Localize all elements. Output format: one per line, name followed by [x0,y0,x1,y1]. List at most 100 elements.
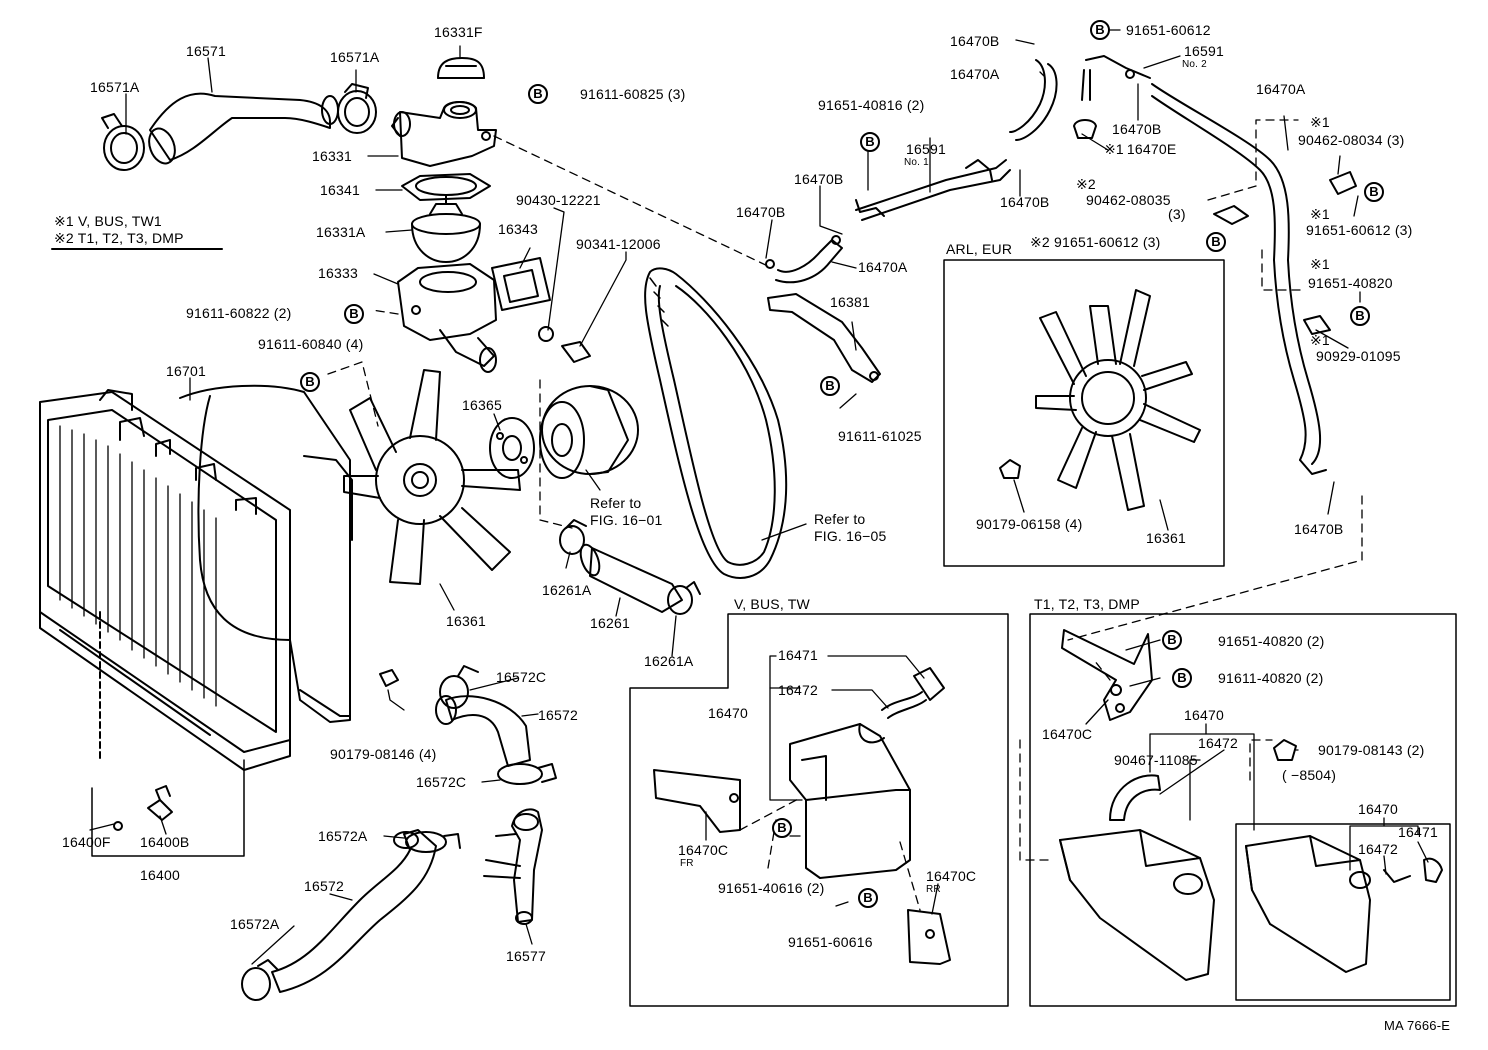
label-refer-to-2: Refer to [814,511,866,527]
label-91611-60840: 91611-60840 (4) [258,336,364,352]
overflow-hose-16470A-top [1009,59,1058,141]
pipe-16577 [483,808,543,925]
label-16472-inset: 16472 [1358,841,1398,857]
bracket-16381 [767,293,881,383]
bolt-callout-badge: B [1350,306,1370,326]
lower-hose-upper [435,695,531,767]
stud-bolt [538,326,591,363]
label-91651-60616: 91651-60616 [788,934,873,950]
drain-cock [113,785,173,831]
label-16470-t: 16470 [1184,707,1224,723]
v-belt [644,267,788,579]
label-16470C-rr: 16470C [926,868,977,884]
label-16701: 16701 [166,363,206,379]
label-16470A-1: 16470A [950,66,1000,82]
clamp-16572A-b [241,959,279,1001]
cap-16470E [1073,119,1097,139]
label-16400F: 16400F [62,834,111,850]
bolt-callout-badge: B [1364,182,1384,202]
label-90462-08035: 90462-08035 [1086,192,1171,208]
label-rr: RR [926,884,941,895]
inset-8504 [1235,823,1451,1001]
hose-16470A-small [765,235,843,284]
label-91651-60612-top: 91651-60612 [1126,22,1211,38]
reservoir-tank-t [1059,829,1215,981]
bolt-callout-badge: B [772,818,792,838]
clamp-16572C-a [439,665,479,709]
label-star1-c: ※1 [1310,206,1330,222]
label-16261A-b: 16261A [644,653,694,669]
label-16333: 16333 [318,265,358,281]
bolt-callout-badge: B [300,372,320,392]
legend-note-2: ※2 T1, T2, T3, DMP [54,230,184,246]
label-16331F: 16331F [434,24,483,40]
reservoir-tank-inset [1245,835,1371,973]
nut-90179-06158 [999,459,1021,479]
label-16571: 16571 [186,43,226,59]
hose-16472-inset [1383,869,1411,883]
plug-90179-08143 [1273,739,1297,761]
label-16572A-a: 16572A [318,828,368,844]
label-fig-16-05: FIG. 16−05 [814,528,887,544]
label-90341-12006: 90341-12006 [576,236,661,252]
label-star1-b: ※1 [1310,114,1330,130]
label-16591-no2: 16591 [1184,43,1224,59]
clamp-16572A-a [405,831,461,853]
label-16400B: 16400B [140,834,190,850]
label-16471-v: 16471 [778,647,818,663]
label-16331A: 16331A [316,224,366,240]
label-90179-06158: 90179-06158 (4) [976,516,1083,532]
dashed-leaders [327,119,1363,911]
bolt-callout-badge: B [1172,668,1192,688]
label-90467-11085: 90467-11085 [1114,752,1198,768]
label-16470E: ※1 16470E [1104,141,1177,157]
cap-16471-vbus [913,667,945,701]
label-16577: 16577 [506,948,546,964]
label-16400: 16400 [140,867,180,883]
legend-note-1: ※1 V, BUS, TW1 [54,213,162,229]
bracket-16470C-t [1061,629,1153,721]
panel-arl-eur [943,259,1225,567]
bypass-hose [579,543,683,613]
label-16261: 16261 [590,615,630,631]
pipe-16591-no1 [855,159,1011,221]
label-16470-v: 16470 [708,705,748,721]
label-fig-16-01: FIG. 16−01 [590,512,663,528]
leader-16400 [91,759,245,857]
label-no-1: No. 1 [904,157,929,168]
bolt-callout-badge: B [820,376,840,396]
label-91611-61025: 91611-61025 [838,428,922,444]
bolt-callout-badge: B [860,132,880,152]
label-16572-b: 16572 [304,878,344,894]
clamp-16261A-b [667,581,701,615]
label-16365: 16365 [462,397,502,413]
label-16470C-t: 16470C [1042,726,1093,742]
pulley [539,385,639,479]
label-16572C-a: 16572C [496,669,547,685]
bracket-16470C-rr [907,909,951,965]
figure-id: MA 7666-E [1384,1018,1451,1033]
label-91651-60612-star2: ※2 91651-60612 (3) [1030,234,1161,250]
bolt-callout-badge: B [1162,630,1182,650]
brackets-90462 [1213,171,1357,335]
label-no-2: No. 2 [1182,59,1207,70]
label-90430-12221: 90430-12221 [516,192,601,208]
label-16471-inset: 16471 [1398,824,1438,840]
label-star1-e: ※1 [1310,332,1330,348]
panel-vbus [629,613,1009,1007]
bolt-callout-badge: B [344,304,364,324]
clamp-16572C-b [497,763,557,785]
hose-90467-t [1109,774,1161,821]
cap-16471-inset [1423,857,1443,883]
pipe-16591-no2 [1081,55,1151,101]
bolt-callout-badge: B [528,84,548,104]
thermostat [411,195,481,263]
label-16470B-1: 16470B [950,33,1000,49]
label-16572C-b: 16572C [416,774,467,790]
hose-clamp-16571A-right [337,83,377,134]
label-91611-60822: 91611-60822 (2) [186,305,292,321]
label-16470B-6: 16470B [1294,521,1344,537]
label-16261A-a: 16261A [542,582,592,598]
